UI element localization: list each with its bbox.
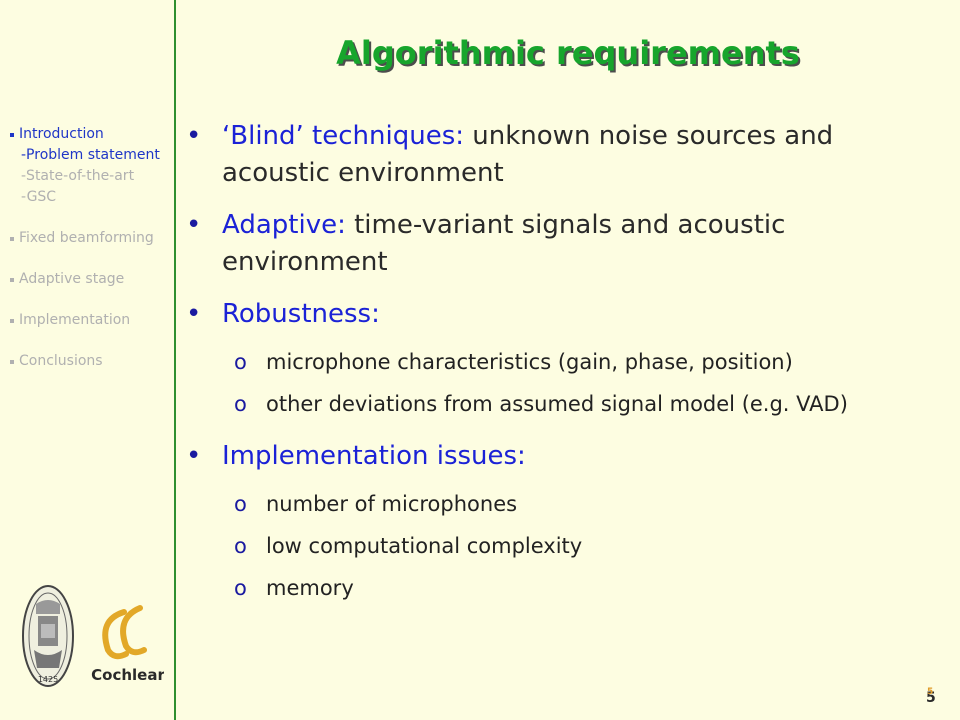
- university-seal-icon: 1425: [22, 585, 74, 687]
- square-bullet-icon: [10, 359, 14, 364]
- bullet-blind-techniques: • ‘Blind’ techniques: unknown noise sour…: [186, 118, 946, 192]
- seal-year: 1425: [38, 675, 58, 684]
- bullet-keyword: Implementation issues:: [222, 441, 526, 471]
- bullet-dot-icon: •: [186, 299, 202, 329]
- subbullet-text: microphone characteristics (gain, phase,…: [266, 350, 793, 374]
- subbullet-low-complexity: o low computational complexity: [186, 532, 946, 560]
- page-number-value: 5: [926, 690, 936, 706]
- square-bullet-icon: [10, 277, 14, 282]
- nav-item-label: Fixed beamforming: [19, 230, 154, 246]
- subbullet-text: number of microphones: [266, 492, 518, 516]
- square-bullet-icon: [10, 318, 14, 323]
- sidebar: Introduction -Problem statement -State-o…: [0, 0, 176, 720]
- slide-title: Algorithmic requirements: [336, 34, 800, 72]
- nav-subitem-state-of-the-art[interactable]: -State-of-the-art: [21, 168, 135, 184]
- bullet-dot-icon: •: [186, 441, 202, 471]
- bullet-adaptive: • Adaptive: time-variant signals and aco…: [186, 207, 946, 281]
- subbullet-memory: o memory: [186, 574, 946, 602]
- subbullet-circle-icon: o: [234, 392, 247, 416]
- subbullet-text: low computational complexity: [266, 534, 583, 558]
- nav-group-fixed: Fixed beamforming: [10, 228, 175, 249]
- nav-item-conclusions[interactable]: Conclusions: [10, 351, 175, 372]
- logos: 1425 Cochlear: [14, 584, 165, 704]
- nav-group-conclusions: Conclusions: [10, 351, 175, 372]
- nav-subitem-problem-statement[interactable]: -Problem statement: [21, 147, 160, 163]
- nav-group-introduction: Introduction -Problem statement -State-o…: [10, 124, 175, 208]
- bullet-implementation-issues: • Implementation issues:: [186, 438, 946, 475]
- bullet-dot-icon: •: [186, 210, 202, 240]
- cochlear-logo-icon: Cochlear: [91, 605, 165, 684]
- subbullet-number-of-microphones: o number of microphones: [186, 490, 946, 518]
- nav-item-introduction[interactable]: Introduction: [10, 124, 175, 145]
- subbullet-circle-icon: o: [234, 576, 247, 600]
- subbullet-circle-icon: o: [234, 492, 247, 516]
- bullet-robustness: • Robustness:: [186, 296, 946, 333]
- nav-subitem-gsc[interactable]: -GSC: [21, 189, 57, 205]
- nav-group-implementation: Implementation: [10, 310, 175, 331]
- page-number-shadow: 5: [927, 687, 934, 697]
- subbullet-text: memory: [266, 576, 354, 600]
- bullet-dot-icon: •: [186, 121, 202, 151]
- square-bullet-icon: [10, 132, 14, 137]
- subbullet-circle-icon: o: [234, 350, 247, 374]
- subbullet-circle-icon: o: [234, 534, 247, 558]
- bullet-keyword: Robustness:: [222, 299, 380, 329]
- section-nav: Introduction -Problem statement -State-o…: [10, 124, 175, 392]
- nav-item-label: Conclusions: [19, 353, 103, 369]
- nav-item-label: Introduction: [19, 126, 104, 142]
- bullet-text: unknown noise sources and acoustic envir…: [222, 121, 834, 188]
- subbullet-other-deviations: o other deviations from assumed signal m…: [186, 390, 946, 418]
- nav-item-label: Adaptive stage: [19, 271, 125, 287]
- page-number: 5 5: [926, 687, 936, 706]
- subbullet-microphone-characteristics: o microphone characteristics (gain, phas…: [186, 348, 946, 376]
- bullet-keyword: ‘Blind’ techniques:: [222, 121, 465, 151]
- nav-item-adaptive-stage[interactable]: Adaptive stage: [10, 269, 175, 290]
- bullet-text: time-variant signals and acoustic enviro…: [222, 210, 786, 277]
- subbullet-text: other deviations from assumed signal mod…: [266, 392, 848, 416]
- nav-item-implementation[interactable]: Implementation: [10, 310, 175, 331]
- cochlear-wordmark: Cochlear: [91, 666, 164, 684]
- slide-content: • ‘Blind’ techniques: unknown noise sour…: [186, 118, 946, 616]
- nav-item-fixed-beamforming[interactable]: Fixed beamforming: [10, 228, 175, 249]
- logos-graphic: 1425 Cochlear: [22, 585, 165, 687]
- square-bullet-icon: [10, 236, 14, 241]
- bullet-keyword: Adaptive:: [222, 210, 346, 240]
- nav-item-label: Implementation: [19, 312, 131, 328]
- nav-group-adaptive: Adaptive stage: [10, 269, 175, 290]
